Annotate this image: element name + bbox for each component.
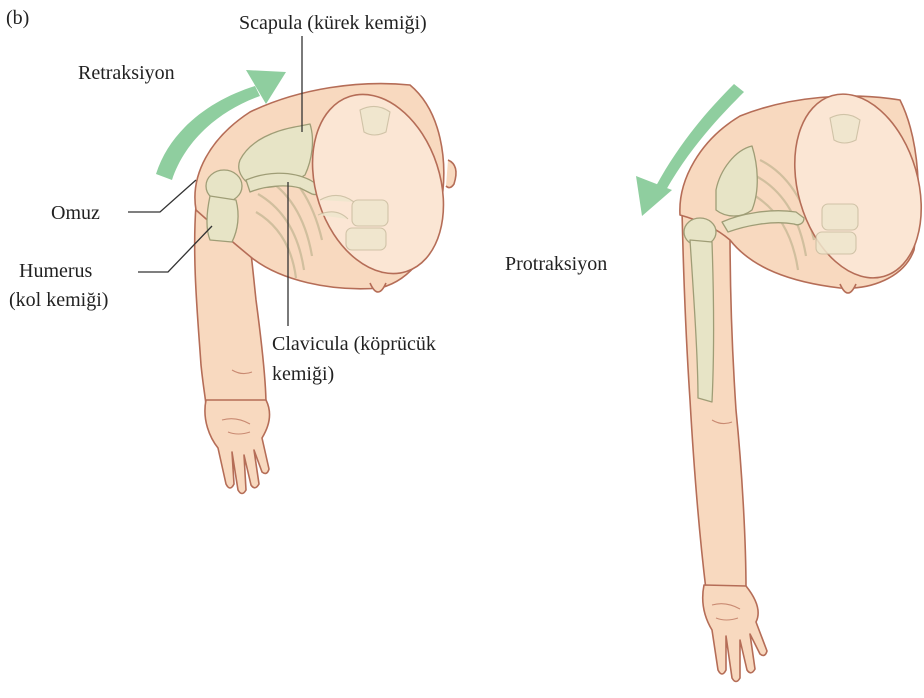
humerus-label-line1: Humerus [19, 260, 93, 282]
left-humerus [207, 196, 238, 242]
protraction-label: Protraksiyon [505, 253, 607, 275]
panel-label: (b) [6, 7, 29, 29]
retraction-label: Retraksiyon [78, 62, 175, 84]
omuz-leader [128, 180, 196, 212]
clavicula-label-line1: Clavicula (köprücük [272, 333, 436, 355]
left-ear [446, 160, 456, 188]
clavicula-label-line2: kemiği) [272, 363, 334, 385]
protraction-figure [680, 79, 924, 681]
right-hand [703, 585, 767, 682]
retraction-figure [195, 77, 466, 493]
left-nose [370, 283, 386, 292]
scapula-label: Scapula (kürek kemiği) [239, 12, 427, 34]
humerus-label-line2: (kol kemiği) [9, 289, 108, 311]
omuz-label: Omuz [51, 202, 100, 224]
left-hand [205, 400, 270, 494]
right-nose [840, 284, 856, 293]
